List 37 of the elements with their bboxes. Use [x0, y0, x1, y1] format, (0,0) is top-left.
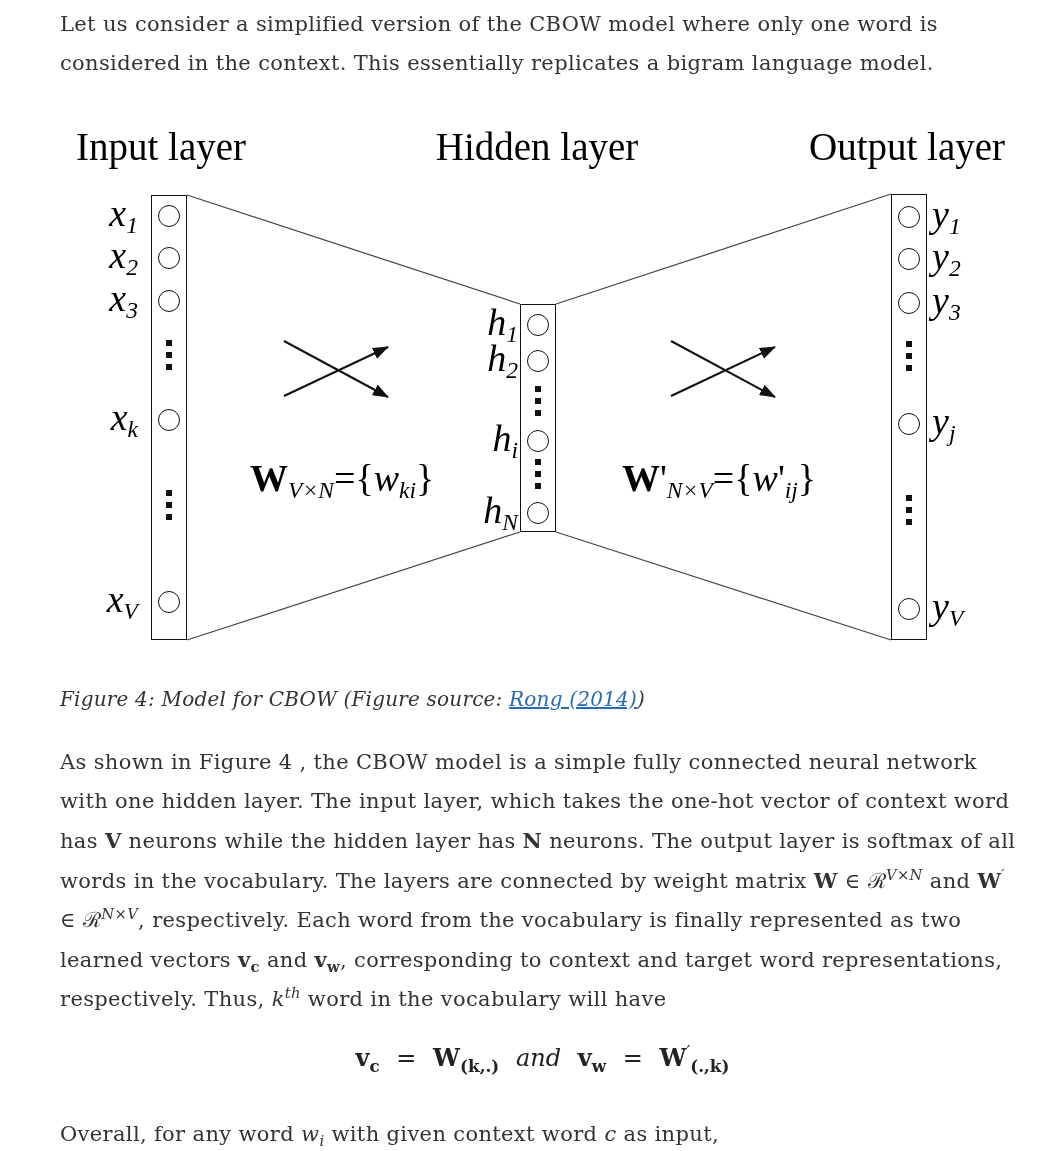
neuron-label: x$_{2}$: [109, 233, 138, 277]
layer-bar: [891, 194, 927, 640]
neuron-circle: [526, 349, 549, 372]
neuron-label: x$_{1}$: [109, 191, 138, 235]
neuron-circle: [897, 412, 920, 435]
neuron-label: x$_{k}$: [110, 395, 138, 439]
layer-heading: Input layer: [76, 125, 246, 169]
paragraph: Overall, for any word w$_{i}$ with given context word c as input,: [60, 1120, 720, 1151]
connector-line: [555, 193, 892, 305]
connector-line: [555, 531, 892, 641]
neuron-circle: [157, 408, 180, 431]
connector-line: [186, 194, 521, 305]
neuron-label: h$_{i}$: [492, 416, 518, 460]
neuron-circle: [157, 590, 180, 613]
weight-matrix-label: W$_{V×N}$={w$_{ki}$}: [250, 456, 435, 500]
figure-caption: Figure 4: Model for CBOW (Figure source: Rong (2014)): [60, 685, 645, 713]
paragraph: Let us consider a simplified version of the CBOW model where only one word is considered in the context. This essentially replicates a bigram language model.: [60, 10, 939, 77]
neuron-circle: [897, 291, 920, 314]
neuron-label: x$_{3}$: [109, 276, 138, 320]
connector-line: [186, 531, 521, 641]
neuron-circle: [526, 501, 549, 524]
neuron-label: h$_{N}$: [483, 488, 518, 532]
layer-bar: [151, 195, 187, 640]
neuron-circle: [157, 289, 180, 312]
neuron-circle: [157, 246, 180, 269]
layer-heading: Hidden layer: [435, 125, 639, 169]
neuron-circle: [897, 205, 920, 228]
neuron-circle: [157, 204, 180, 227]
paragraph: As shown in Figure 4 , the CBOW model is a simple fully connected neural network with one hidden layer. The input layer, which takes the one-hot vector of context word has V neurons while the hidden layer has N neurons. The output layer is softmax of all words in the vocabulary. The layers are connected by weight matrix W ∈ ℛ$^{V×N}$ and W$^{′}$ ∈ ℛ$^{N×V}$, respectively. Each word from the vocabulary is finally represented as two learned vectors v$_{c}$ and v$_{w}$, corresponding to context and target word representations, respectively. Thus, k$^{th}$ word in the vocabulary will have: [60, 748, 1017, 1013]
layer-bar: [520, 304, 556, 532]
neuron-circle: [526, 313, 549, 336]
neuron-circle: [897, 597, 920, 620]
layer-heading: Output layer: [809, 125, 1005, 169]
neuron-circle: [526, 429, 549, 452]
source-link: Rong (2014): [509, 686, 637, 711]
neuron-circle: [897, 247, 920, 270]
neuron-label: x$_{V}$: [106, 577, 138, 621]
